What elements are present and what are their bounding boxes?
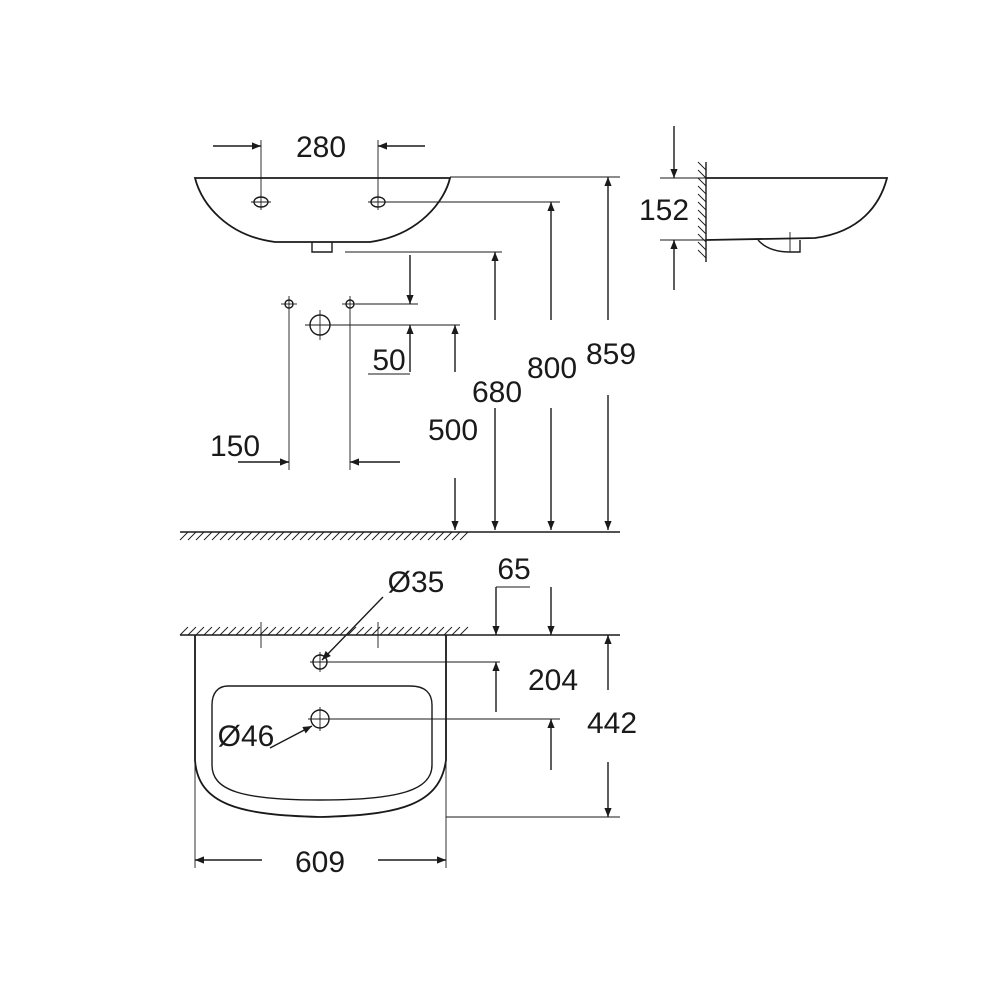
dim-280-label: 280	[296, 131, 346, 164]
plan-view: Ø35 Ø46 65 204 442 609	[179, 553, 637, 879]
basin-plan-bowl	[211, 685, 433, 801]
wall-hatching	[697, 161, 707, 259]
dim-65-label: 65	[497, 553, 530, 586]
dim-680-label: 680	[472, 376, 522, 409]
dia-46-leader	[269, 725, 313, 749]
basin-plan-outline	[194, 635, 447, 818]
waste-outlet	[311, 242, 333, 253]
floor-line	[179, 531, 620, 541]
dim-609-label: 609	[295, 846, 345, 879]
dim-859-label: 859	[586, 338, 636, 371]
dim-150-label: 150	[210, 430, 260, 463]
plan-wall-hatching	[179, 626, 469, 636]
tap-hole-left-front	[251, 194, 271, 210]
dia-46-label: Ø46	[218, 720, 275, 753]
dim-204-label: 204	[528, 664, 578, 697]
tap-hole-plan	[310, 652, 330, 672]
dia-35-label: Ø35	[388, 566, 445, 599]
basin-side-bowl	[757, 239, 801, 253]
waste-pipe-position	[305, 310, 460, 340]
side-elevation: 152	[639, 126, 889, 290]
basin-front-outline	[193, 177, 452, 243]
dim-50-label: 50	[372, 344, 405, 377]
fixing-hole-left	[281, 296, 297, 312]
dim-152-label: 152	[639, 194, 689, 227]
dia-35-leader	[321, 596, 384, 661]
basin-side-outline	[705, 177, 889, 241]
dim-500-label: 500	[428, 414, 478, 447]
drain-hole-plan	[308, 707, 332, 731]
dim-800-label: 800	[527, 352, 577, 385]
front-elevation: 280 150 50 5	[179, 131, 636, 541]
dim-442-label: 442	[587, 707, 637, 740]
fixing-hole-right	[342, 296, 418, 312]
